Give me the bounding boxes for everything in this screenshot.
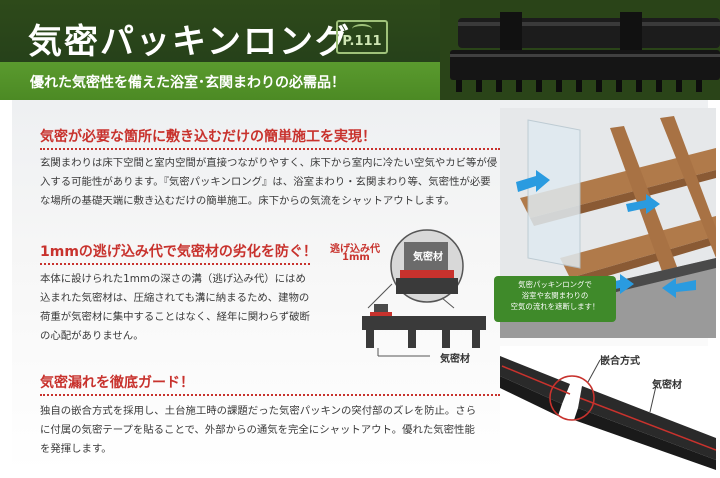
- callout-line-1: 気密パッキンロングで: [518, 280, 592, 289]
- magnified-seal-label: 気密材: [413, 252, 443, 263]
- escape-groove-label-line1: 逃げ込み代: [330, 244, 380, 255]
- callout-line-2: 浴室や玄関まわりの: [521, 291, 589, 300]
- joint-fitting-illustration: [500, 346, 716, 470]
- seal-material-label: 気密材: [440, 354, 470, 365]
- page-reference-badge: P.111: [336, 20, 388, 54]
- heading-divider: [40, 263, 310, 265]
- section-heading-easy-install: 気密が必要な箇所に敷き込むだけの簡単施工を実現！: [40, 129, 376, 145]
- gasket-product-image: [440, 0, 720, 100]
- section-body-easy-install: 玄関まわりは床下空間と室内空間が直接つながりやすく、床下から室内に冷たい空気やカ…: [40, 157, 498, 207]
- page-subtitle: 優れた気密性を備えた浴室･玄関まわりの必需品！: [30, 75, 345, 91]
- fitting-method-label: 嵌合方式: [600, 356, 640, 367]
- book-icon: [352, 24, 372, 34]
- joint-seal-label: 気密材: [652, 380, 682, 391]
- section-body-leak-guard: 独自の嵌合方式を採用し、土台施工時の課題だった気密パッキンの突付部のズレを防止。…: [40, 405, 477, 455]
- escape-groove-depth-label: 1mm: [342, 252, 370, 263]
- callout-line-3: 空気の流れを遮断します！: [510, 302, 600, 311]
- page-reference-text: P.111: [342, 34, 382, 49]
- floor-callout-box: 気密パッキンロングで 浴室や玄関まわりの 空気の流れを遮断します！: [494, 276, 616, 322]
- cross-section-diagram: [362, 229, 486, 357]
- heading-divider: [40, 394, 500, 396]
- escape-groove-label: 逃げ込み代: [330, 240, 380, 255]
- heading-divider: [40, 148, 500, 150]
- section-body-escape-groove: 本体に設けられた1mmの深さの溝（逃げ込み代）にはめ込まれた気密材は、圧縮されて…: [40, 273, 310, 342]
- page-title: 気密パッキンロング: [28, 22, 351, 62]
- section-heading-escape-groove: 1mmの逃げ込み代で気密材の劣化を防ぐ！: [40, 244, 317, 260]
- section-heading-leak-guard: 気密漏れを徹底ガード！: [40, 375, 194, 391]
